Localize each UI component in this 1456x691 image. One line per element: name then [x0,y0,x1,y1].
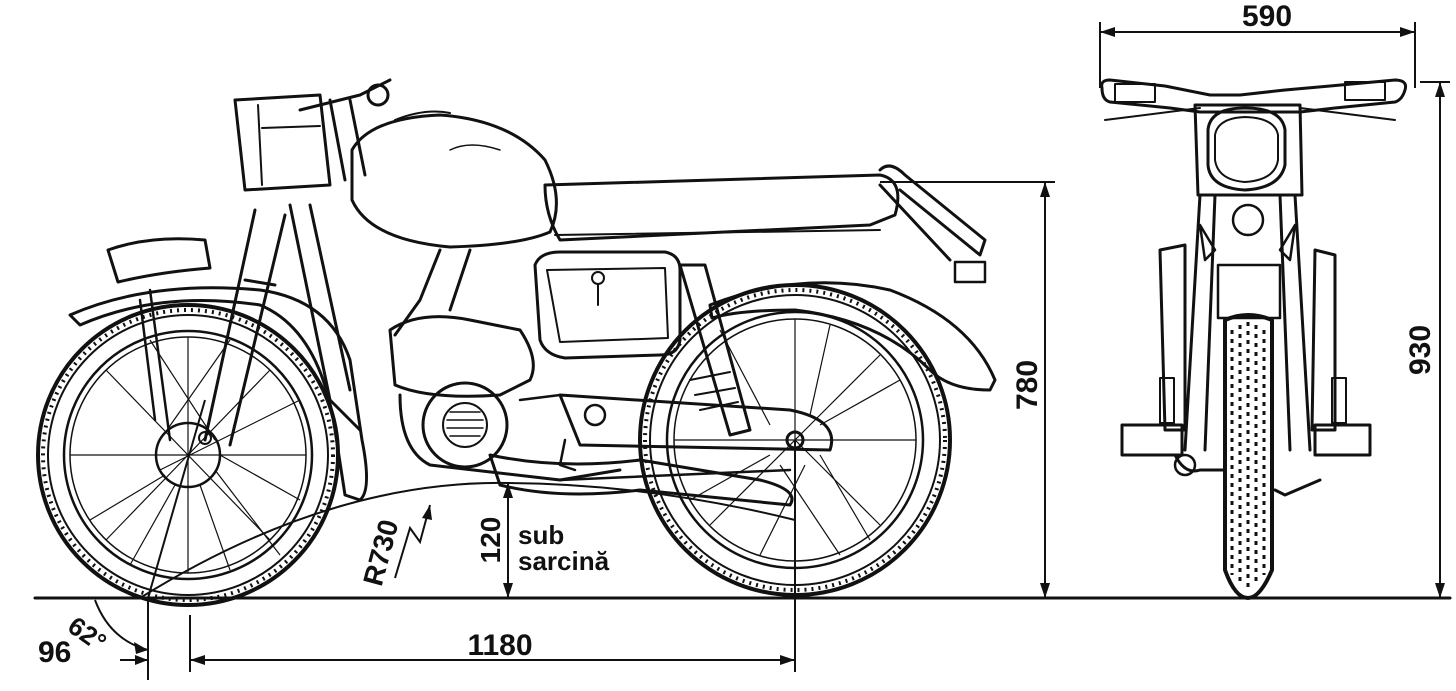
width-label: 590 [1242,0,1292,33]
dimension-lines [94,22,1450,680]
total-height-label: 930 [1404,325,1437,375]
front-wheel [36,303,340,607]
turn-radius-label: R730 [357,516,404,589]
wheelbase-label: 1180 [467,629,532,662]
side-view-motorcycle [36,78,997,607]
seat-height-label: 780 [1011,360,1044,410]
ground-clearance-label: 120 [475,517,506,564]
rear-wheel [638,283,952,597]
overhang-label: 96 [38,636,71,669]
front-view-motorcycle [1100,78,1407,600]
load-note-line2: sarcină [518,546,610,576]
load-note-line1: sub [518,520,564,550]
